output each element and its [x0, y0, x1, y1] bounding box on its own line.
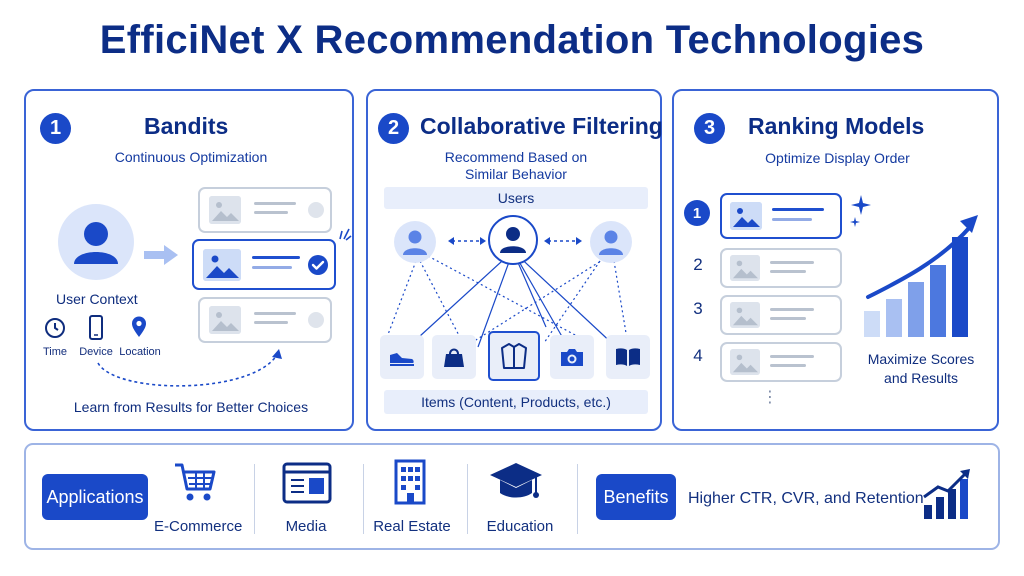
user-context-label: User Context — [56, 291, 138, 307]
user-icon — [74, 222, 118, 264]
media-window-icon — [282, 462, 332, 504]
user-avatar — [58, 204, 134, 280]
panel-title: Collaborative Filtering — [420, 113, 663, 139]
applications-pill: Applications — [42, 474, 148, 520]
check-circle-icon — [308, 255, 328, 275]
image-icon — [203, 249, 241, 281]
camera-icon — [561, 349, 583, 366]
sparkle-lines-icon — [339, 228, 352, 241]
growth-bar — [886, 299, 902, 337]
panel-footer: Learn from Results for Better Choices — [73, 399, 309, 415]
image-placeholder-icon — [730, 255, 760, 281]
context-device-label: Device — [79, 346, 113, 358]
item-jacket — [488, 331, 540, 381]
shopping-cart-icon — [175, 463, 216, 501]
chart-caption-line2: and Results — [884, 370, 958, 386]
benefits-pill: Benefits — [596, 474, 676, 520]
relationship-network — [383, 237, 629, 348]
option-card[interactable] — [198, 297, 332, 343]
context-location-label: Location — [119, 346, 161, 358]
item-handbag — [432, 335, 476, 379]
growth-bar — [864, 311, 880, 337]
chart-caption-line1: Maximize Scores — [867, 351, 975, 367]
step-number-badge: 3 — [694, 113, 725, 144]
panel-title: Bandits — [144, 113, 229, 139]
rank-number-3: 3 — [693, 299, 703, 318]
ranked-item-card[interactable] — [720, 193, 842, 239]
clock-icon — [45, 318, 65, 338]
items-band: Items (Content, Products, etc.) — [384, 390, 648, 414]
bandits-panel: 1 Bandits Continuous Optimization User C… — [24, 89, 354, 431]
growth-bar-chart — [864, 215, 978, 337]
rank-number-4: 4 — [693, 346, 703, 365]
step-number-badge: 2 — [378, 113, 409, 144]
trend-arrowhead — [960, 215, 978, 233]
handbag-icon — [444, 348, 464, 367]
growth-chart-icon — [923, 469, 970, 519]
image-placeholder-icon — [209, 196, 241, 224]
option-card[interactable] — [198, 187, 332, 233]
collaborative-filtering-panel: 2 Collaborative Filtering Recommend Base… — [366, 89, 663, 431]
ranking-models-panel: 3 Ranking Models Optimize Display Order … — [672, 89, 999, 431]
user-icon — [599, 230, 623, 255]
ranked-item-card[interactable] — [720, 248, 842, 288]
application-label-media: Media — [285, 518, 327, 535]
selected-option-card[interactable] — [192, 239, 336, 290]
panel-title: Ranking Models — [748, 113, 925, 139]
more-indicator: ⋮ — [762, 389, 778, 406]
panel-subtitle-line1: Recommend Based on — [444, 149, 588, 165]
panel-subtitle: Continuous Optimization — [114, 149, 268, 165]
building-icon — [394, 459, 426, 505]
item-camera — [550, 335, 594, 379]
step-number-badge: 1 — [40, 113, 71, 144]
right-arrow-icon — [144, 245, 178, 265]
target-user-avatar — [488, 215, 538, 265]
similar-user-avatar — [394, 221, 436, 263]
image-placeholder-icon — [209, 306, 241, 334]
sparkle-icon — [850, 195, 871, 227]
application-label-real-estate: Real Estate — [373, 518, 451, 535]
item-sneaker — [380, 335, 424, 379]
user-icon — [500, 227, 526, 253]
image-icon — [730, 202, 762, 230]
panel-subtitle-line2: Similar Behavior — [465, 166, 567, 182]
growth-bar — [908, 282, 924, 337]
growth-bar — [952, 237, 968, 337]
phone-icon — [89, 315, 103, 340]
jacket-icon — [501, 343, 527, 369]
graduation-cap-icon — [490, 463, 542, 498]
context-time-label: Time — [42, 346, 68, 358]
applications-benefits-bar: Applications E-Commerce Media Real Estat… — [24, 443, 1000, 550]
rank-number-1: 1 — [684, 200, 710, 226]
panel-subtitle: Optimize Display Order — [765, 150, 910, 166]
rank-number-2: 2 — [693, 255, 703, 274]
feedback-loop-arrow — [97, 349, 282, 387]
item-book — [606, 335, 650, 379]
open-book-icon — [616, 348, 640, 366]
image-placeholder-icon — [730, 302, 760, 328]
application-label-ecommerce: E-Commerce — [154, 518, 243, 535]
similar-user-avatar — [590, 221, 632, 263]
trend-arrow — [866, 225, 972, 299]
sneaker-icon — [390, 353, 414, 366]
image-placeholder-icon — [730, 349, 760, 375]
ranked-item-card[interactable] — [720, 342, 842, 382]
growth-bar — [930, 265, 946, 337]
benefits-text: Higher CTR, CVR, and Retention — [688, 490, 924, 507]
user-icon — [403, 230, 427, 255]
page-title: EfficiNet X Recommendation Technologies — [99, 18, 925, 62]
location-pin-icon — [132, 316, 146, 337]
application-label-education: Education — [486, 518, 554, 535]
ranked-item-card[interactable] — [720, 295, 842, 335]
users-band: Users — [384, 187, 648, 209]
